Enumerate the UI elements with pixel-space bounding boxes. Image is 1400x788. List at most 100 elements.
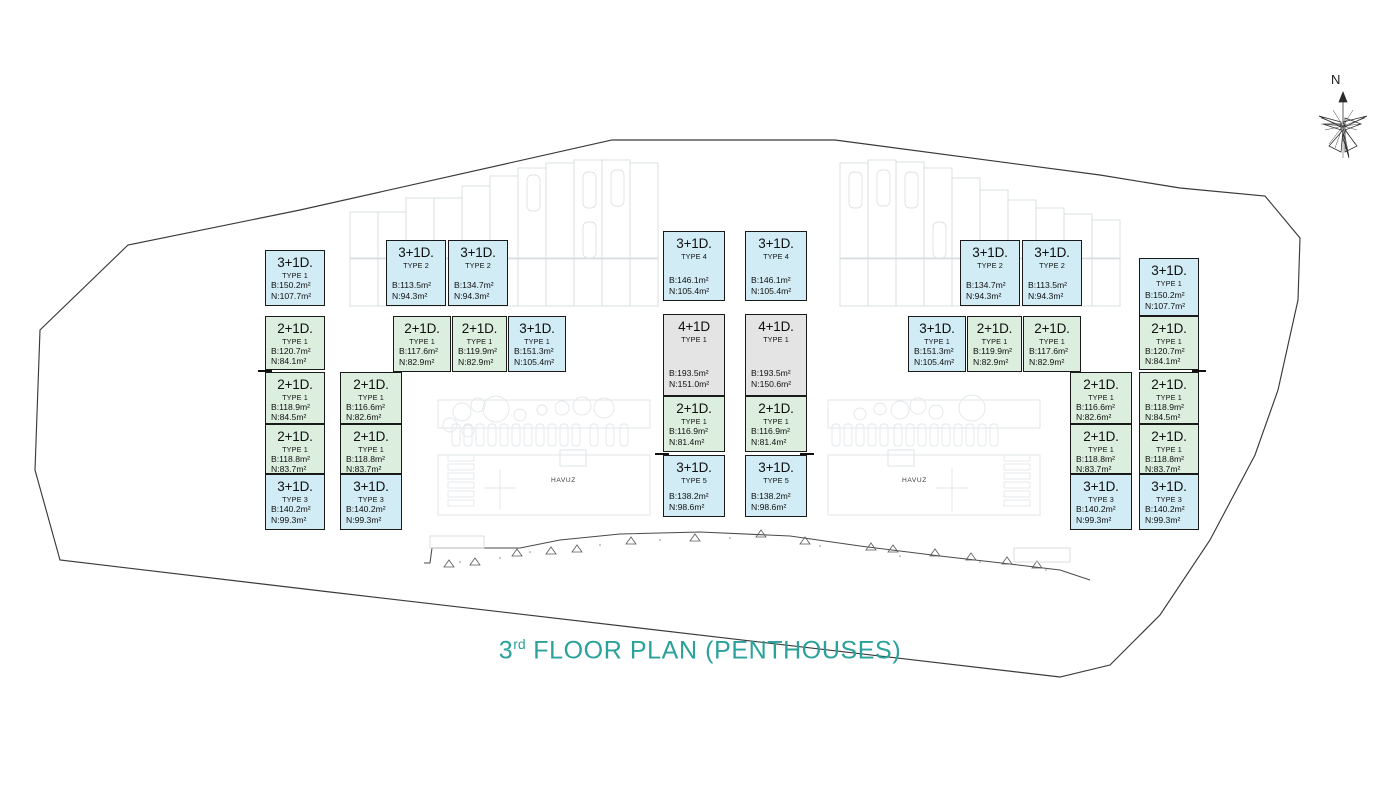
unit-net-area: N:83.7m² [271,464,307,474]
unit-subtype-label: TYPE 1 [1088,444,1114,454]
unit-subtype-label: TYPE 1 [924,336,950,346]
unit-gross-area: B:146.1m² [751,275,791,285]
unit-type-label: 2+1D. [353,429,389,444]
compass-rose: N [1305,72,1391,162]
unit-gross-area: B:119.9m² [458,346,498,356]
unit-gross-area: B:140.2m² [1076,504,1116,514]
unit-subtype-label: TYPE 3 [282,494,308,504]
unit-subtype-label: TYPE 1 [524,336,550,346]
unit-subtype-label: TYPE 1 [282,444,308,454]
unit-gross-area: B:193.5m² [669,368,709,378]
unit-net-area: N:105.4m² [751,285,792,296]
unit-subtype-label: TYPE 1 [1156,392,1182,402]
unit-subtype-label: TYPE 2 [465,260,491,270]
unit-subtype-label: TYPE 1 [1156,444,1182,454]
title-ordinal-suffix: rd [513,636,526,652]
unit-net-area: N:84.5m² [271,412,307,422]
unit-gross-area: B:119.9m² [973,346,1013,356]
unit-net-area: N:81.4m² [669,436,705,447]
unit-net-area: N:105.4m² [669,285,710,296]
unit-subtype-label: TYPE 1 [466,336,493,346]
unit-type-label: 2+1D. [404,321,440,336]
unit-subtype-label: TYPE 1 [681,334,707,344]
unit-gross-area: B:150.2m² [271,280,311,290]
unit-subtype-label: TYPE 3 [358,494,384,504]
unit-type-label: 2+1D. [277,321,313,336]
unit-gross-area: B:118.9m² [1145,401,1185,412]
unit-type-label: 4+1D. [758,319,794,334]
unit-subtype-label: TYPE 1 [981,336,1008,346]
unit-gross-area: B:120.7m² [271,345,311,356]
unit-subtype-label: TYPE 1 [1156,336,1182,346]
unit-gross-area: B:193.5m² [751,368,791,378]
unit-gross-area: B:118.8m² [346,453,386,464]
unit-net-area: N:99.3m² [1076,514,1112,525]
unit-subtype-label: TYPE 1 [1039,336,1065,346]
unit-gross-area: B:151.3m² [914,346,954,356]
unit-subtype-label: TYPE 4 [763,251,789,261]
compass-north-label: N [1331,72,1341,87]
unit-type-label: 2+1D. [1034,321,1070,336]
unit-gross-area: B:117.6m² [399,346,439,356]
unit-type-label: 3+1D. [1034,245,1070,260]
unit-net-area: N:94.3m² [392,290,428,301]
landscape-shore [424,529,1091,581]
unit-gross-area: B:140.2m² [346,504,386,514]
unit-subtype-label: TYPE 3 [1156,494,1182,504]
unit-subtype-label: TYPE 1 [282,270,308,280]
unit-type-label: 2+1D. [758,401,794,416]
unit-subtype-label: TYPE 1 [282,336,308,346]
unit-gross-area: B:113.5m² [1028,280,1068,290]
unit-type-label: 2+1D. [461,321,498,336]
unit-gross-area: B:118.9m² [271,401,311,412]
unit-net-area: N:81.4m² [751,436,787,447]
unit-gross-area: B:113.5m² [392,280,432,290]
